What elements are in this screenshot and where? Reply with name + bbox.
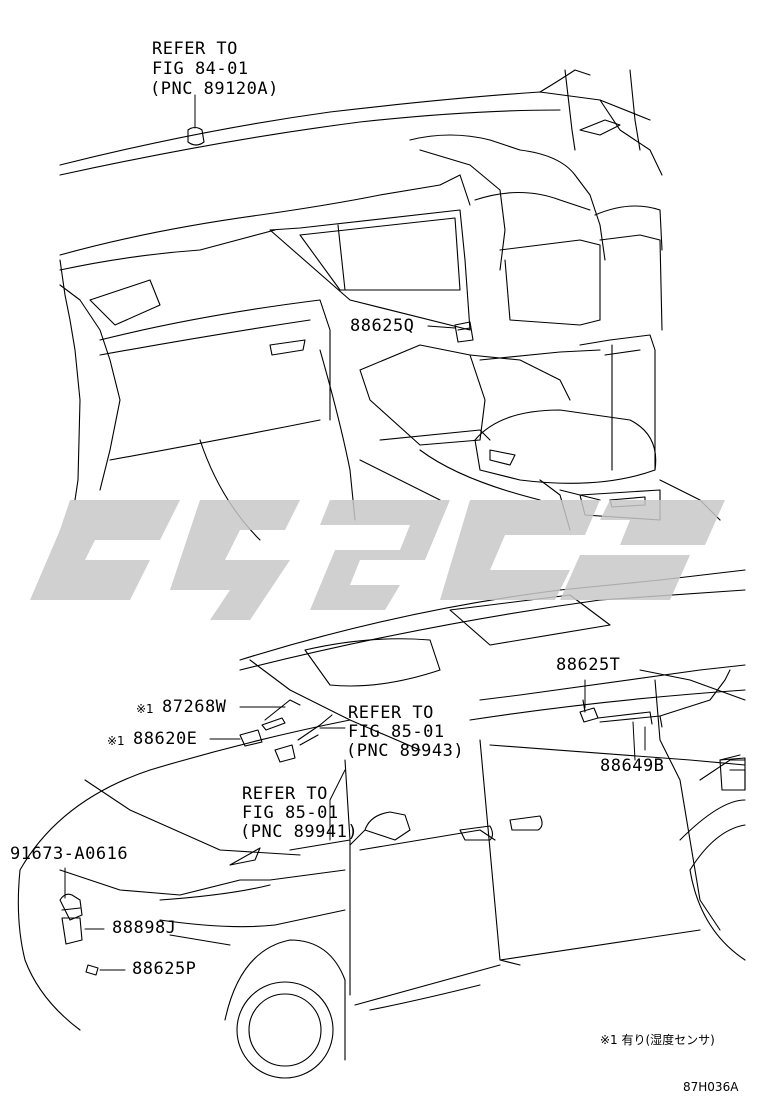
ref-fig84-line2: FIG 84-01 [152,59,249,79]
ref-fig84-line1: REFER TO [152,39,238,59]
ref-fig84-line3: (PNC 89120A) [150,79,279,99]
leader-lines [64,94,646,971]
mark-87268W: ※1 [136,702,154,716]
part-91673-A0616: 91673-A0616 [10,844,129,864]
part-87268W: 87268W [162,697,227,717]
part-88625Q: 88625Q [350,316,415,336]
part-88625T: 88625T [556,655,621,675]
ref-fig85a-line1: REFER TO [348,703,434,723]
figure-code: 87H036A [683,1080,739,1094]
ref-fig85a-line2: FIG 85-01 [348,722,445,742]
footnote: ※1 有り(湿度センサ) [600,1033,715,1047]
part-88898J: 88898J [112,918,177,938]
part-88625P: 88625P [132,959,197,979]
part-88649B: 88649B [600,756,665,776]
ref-fig85b-line2: FIG 85-01 [242,803,339,823]
mark-88620E: ※1 [107,734,125,748]
ref-fig85a-line3: (PNC 89943) [346,741,465,761]
ref-fig85b-line1: REFER TO [242,784,328,804]
ref-fig85b-line3: (PNC 89941) [240,822,359,842]
vehicle-illustration [17,569,746,1079]
part-88620E: 88620E [133,729,198,749]
